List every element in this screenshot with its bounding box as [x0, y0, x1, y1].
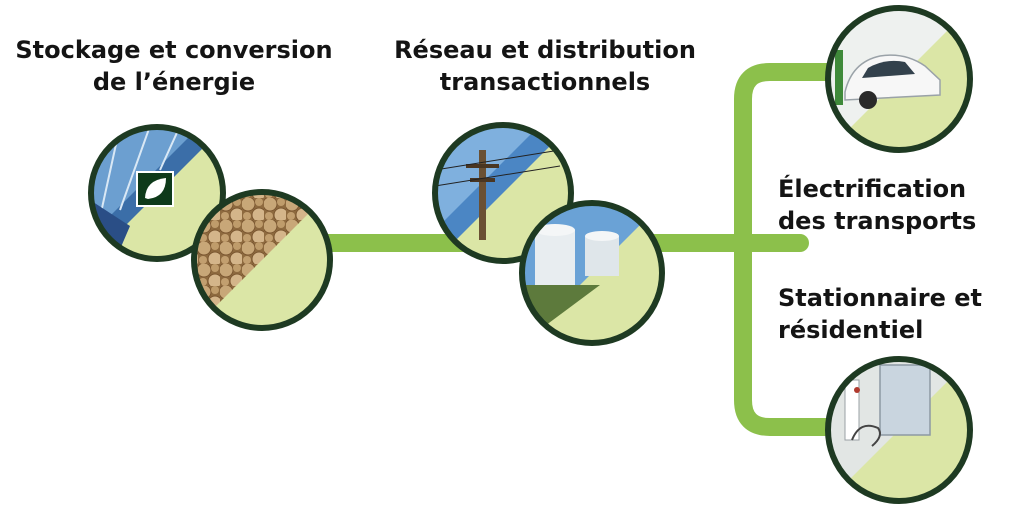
storage-label: Stockage et conversion de l’énergie	[15, 36, 333, 96]
residential-panel-circle	[825, 356, 973, 504]
storage-tank-circle	[519, 200, 665, 346]
electric-car-circle	[825, 5, 973, 153]
power-line-circle	[432, 122, 574, 264]
network-label: Réseau et distribution transactionnels	[394, 36, 696, 96]
biomass-circle	[191, 189, 333, 331]
leaf-icon	[136, 171, 174, 207]
transport-label: Électrification des transports	[778, 175, 977, 235]
residential-label: Stationnaire et résidentiel	[778, 284, 982, 344]
